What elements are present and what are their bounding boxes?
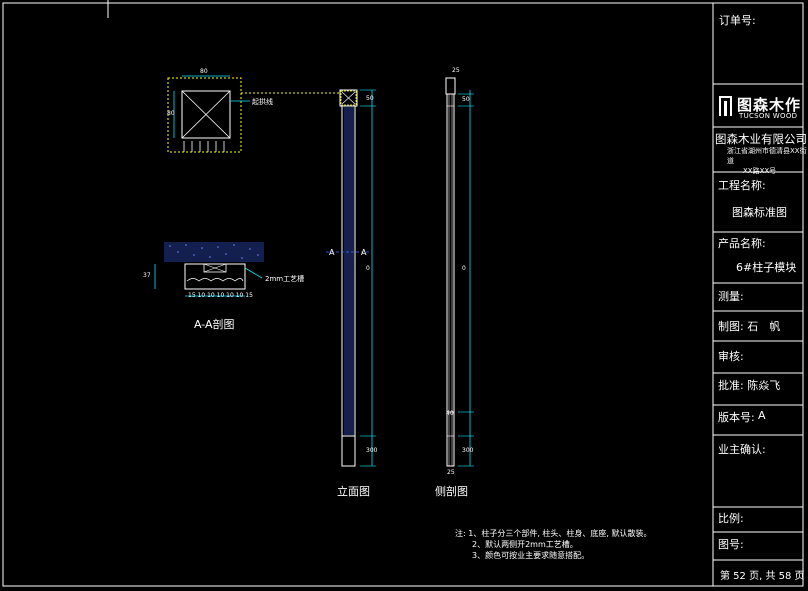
side-lower-dim: 40 (446, 410, 454, 417)
approved-by: 批准: 陈焱飞 (718, 379, 781, 392)
company-name: 图森木业有限公司 (715, 132, 807, 146)
front-view (326, 89, 376, 467)
scale-label: 比例: (718, 512, 744, 525)
front-total-dim: 0 (366, 265, 370, 272)
front-view-title: 立面图 (337, 485, 370, 498)
side-view (445, 77, 474, 467)
address-line1: 浙江省湖州市德清县XX街 (727, 147, 807, 155)
plan-depth-dim: 80 (167, 110, 175, 117)
address-line3: XX路XX号 (743, 167, 777, 175)
note-line-1: 注: 1、柱子分三个部件, 柱头、柱身、底座, 默认散装。 (455, 529, 652, 538)
section-title: A-A剖图 (194, 318, 235, 331)
note-line-3: 3、颜色可按业主要求随意搭配。 (472, 551, 590, 560)
plan-leader-label: 起拱线 (252, 98, 273, 106)
logo-en: TUCSON WOOD (739, 112, 798, 120)
front-top-dim: 50 (366, 95, 374, 102)
owner-confirm-label: 业主确认: (718, 443, 766, 456)
section-hatch (164, 242, 264, 262)
version-label: 版本号: (718, 411, 755, 424)
side-bottom-dim: 300 (462, 447, 474, 454)
section-bottom-dims: 15 10 10 10 10 10 15 (188, 292, 253, 299)
product-value: 6#柱子模块 (736, 261, 797, 274)
product-label: 产品名称: (718, 237, 766, 250)
section-aa (154, 242, 264, 297)
review-label: 审核: (718, 350, 744, 363)
section-height-dim: 37 (143, 272, 151, 279)
section-marker-right: A (361, 248, 367, 257)
section-leader-label: 2mm工艺槽 (265, 275, 305, 283)
title-block-frame (712, 3, 803, 586)
page-info: 第 52 页, 共 58 页 (720, 571, 805, 582)
version-value: A (758, 409, 766, 422)
front-bottom-dim: 300 (366, 447, 378, 454)
survey-label: 测量: (718, 290, 744, 303)
side-mid-dim: 0 (462, 265, 466, 272)
drawn-by: 制图: 石 帆 (718, 320, 781, 333)
note-line-2: 2、默认两侧开2mm工艺槽。 (472, 540, 578, 549)
company-logo: 图森木作 TUCSON WOOD (719, 94, 801, 120)
side-view-title: 侧剖图 (435, 485, 468, 498)
logo-cn: 图森木作 (737, 96, 802, 114)
order-no-label: 订单号: (719, 14, 756, 27)
plan-outline (167, 77, 242, 153)
side-bottom-dim2: 25 (447, 469, 455, 476)
address-line2: 道 (727, 157, 734, 165)
project-value: 图森标准图 (732, 206, 787, 219)
drawing-no-label: 图号: (718, 538, 744, 551)
section-marker-left: A (329, 248, 335, 257)
side-top-dim: 25 (452, 67, 460, 74)
side-top-dim2: 50 (462, 96, 470, 103)
plan-post (181, 90, 231, 139)
logo-mark-icon (719, 96, 732, 116)
plan-width-dim: 80 (200, 68, 208, 75)
project-label: 工程名称: (718, 179, 766, 192)
plan-view (167, 75, 340, 153)
